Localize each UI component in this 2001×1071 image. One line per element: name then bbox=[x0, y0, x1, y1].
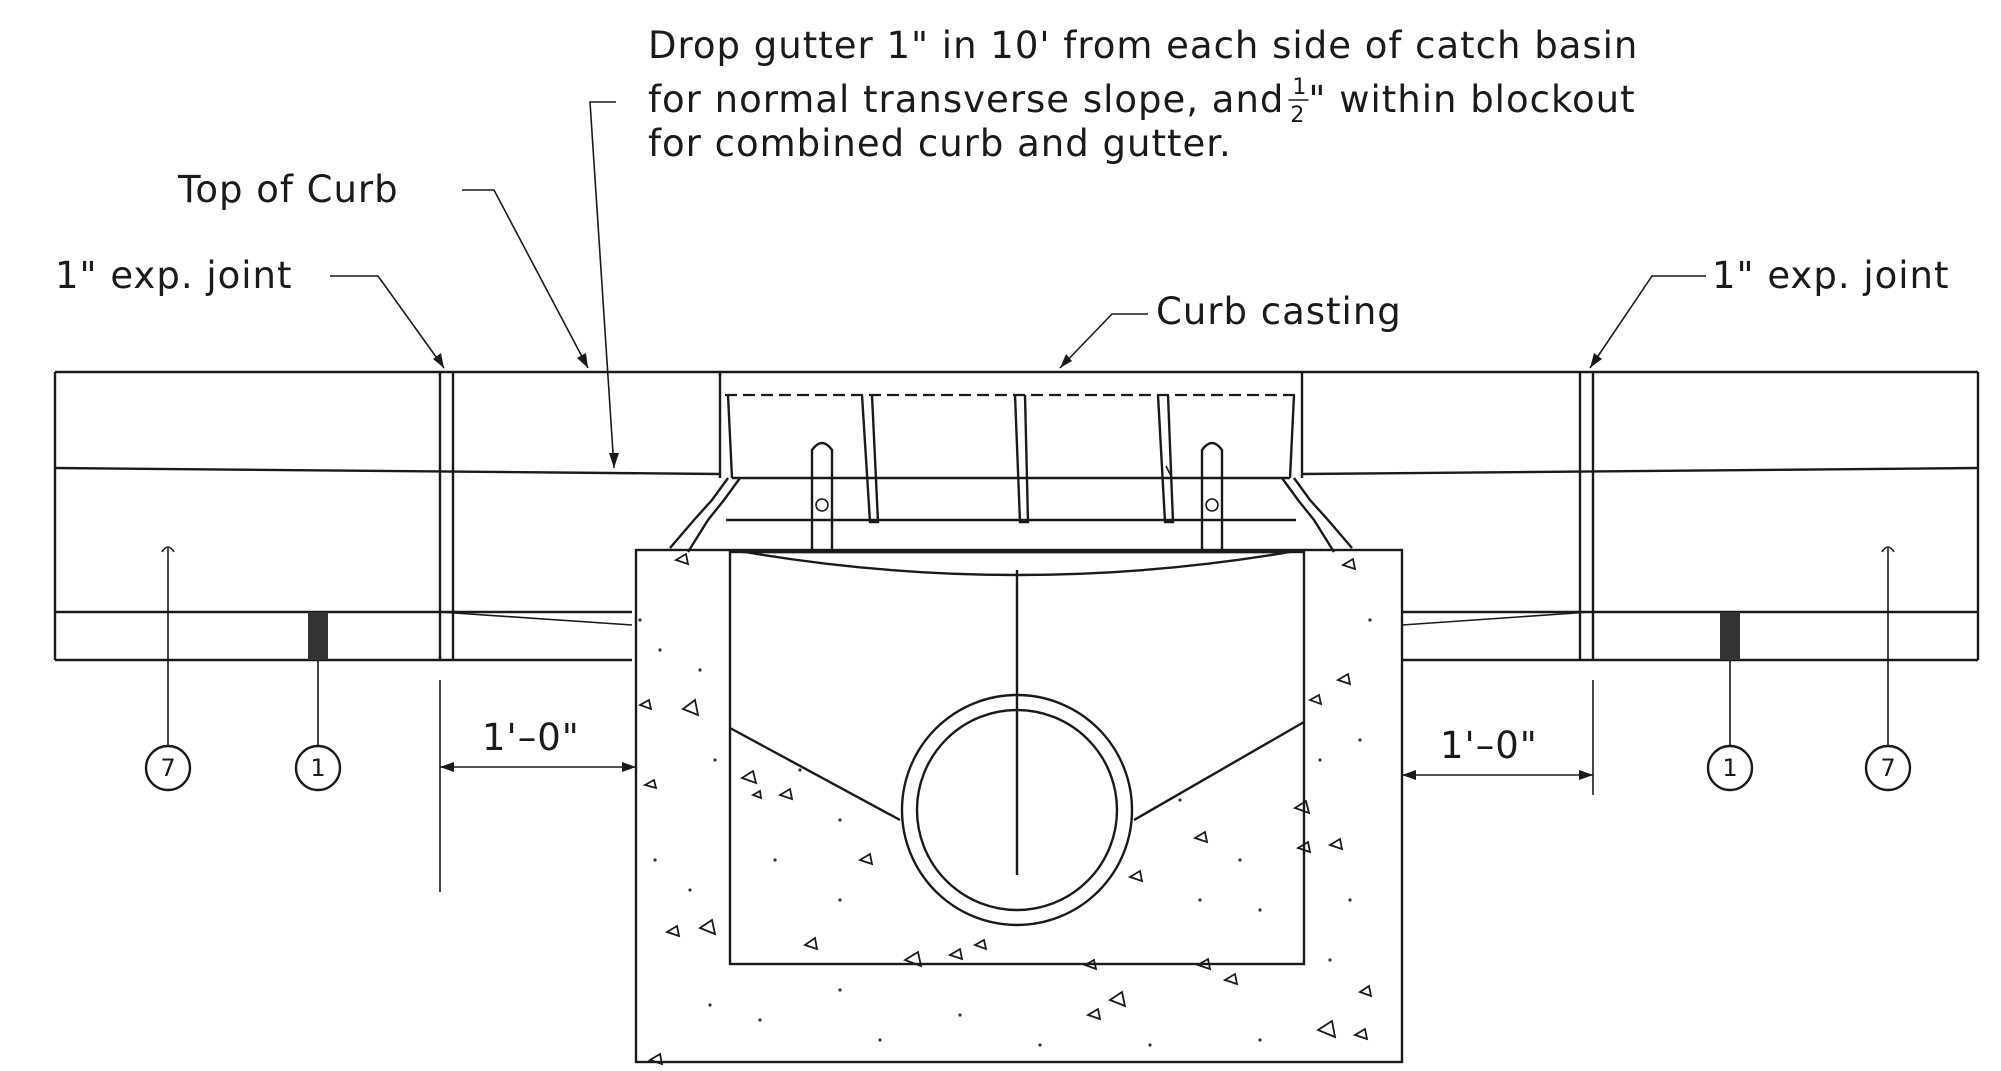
bubble-7-right bbox=[1864, 546, 1912, 792]
label-top-of-curb: Top of Curb bbox=[177, 168, 399, 211]
concrete-hatch bbox=[637, 552, 1373, 1066]
curb-casting bbox=[669, 370, 1353, 554]
note-drop-gutter-line2-a: for normal transverse slope, and bbox=[648, 78, 1284, 121]
joint-filler-right bbox=[1720, 612, 1740, 660]
label-exp-joint-left: 1" exp. joint bbox=[55, 254, 293, 297]
dimension-left bbox=[439, 680, 636, 892]
note-drop-gutter-line1: Drop gutter 1" in 10' from each side of … bbox=[648, 24, 1638, 67]
bubble-7-left-text: 7 bbox=[160, 754, 175, 782]
bubble-7-right-text: 7 bbox=[1880, 754, 1895, 782]
bubble-1-left bbox=[294, 660, 342, 792]
leader-drop-gutter bbox=[589, 101, 619, 469]
bubble-1-right bbox=[1706, 660, 1754, 792]
joint-filler-left bbox=[308, 612, 328, 660]
note-drop-gutter-line2: for normal transverse slope, and bbox=[648, 78, 1284, 121]
note-fraction-numerator: 1 bbox=[1292, 75, 1306, 100]
label-curb-casting: Curb casting bbox=[1156, 290, 1402, 333]
note-drop-gutter-line3: for combined curb and gutter. bbox=[648, 122, 1232, 165]
note-fraction-denominator: 2 bbox=[1290, 103, 1304, 128]
leader-exp-joint-right bbox=[1589, 275, 1706, 369]
bubble-1-left-text: 1 bbox=[310, 754, 325, 782]
dimension-label-right: 1'–0" bbox=[1440, 724, 1538, 767]
bubble-7-left bbox=[144, 546, 192, 792]
catch-basin-box bbox=[634, 548, 1404, 1064]
leader-top-of-curb bbox=[462, 189, 589, 369]
leader-curb-casting bbox=[1059, 313, 1148, 369]
dimension-label-left: 1'–0" bbox=[482, 716, 580, 759]
note-drop-gutter-line2-b: " within blockout bbox=[1308, 78, 1635, 121]
dimension-right bbox=[1402, 680, 1594, 795]
curb-gutter-left bbox=[53, 370, 721, 662]
bubble-1-right-text: 1 bbox=[1722, 754, 1737, 782]
curb-gutter-right bbox=[1301, 370, 1980, 662]
leader-exp-joint-left bbox=[330, 275, 445, 369]
label-exp-joint-right: 1" exp. joint bbox=[1712, 254, 1950, 297]
